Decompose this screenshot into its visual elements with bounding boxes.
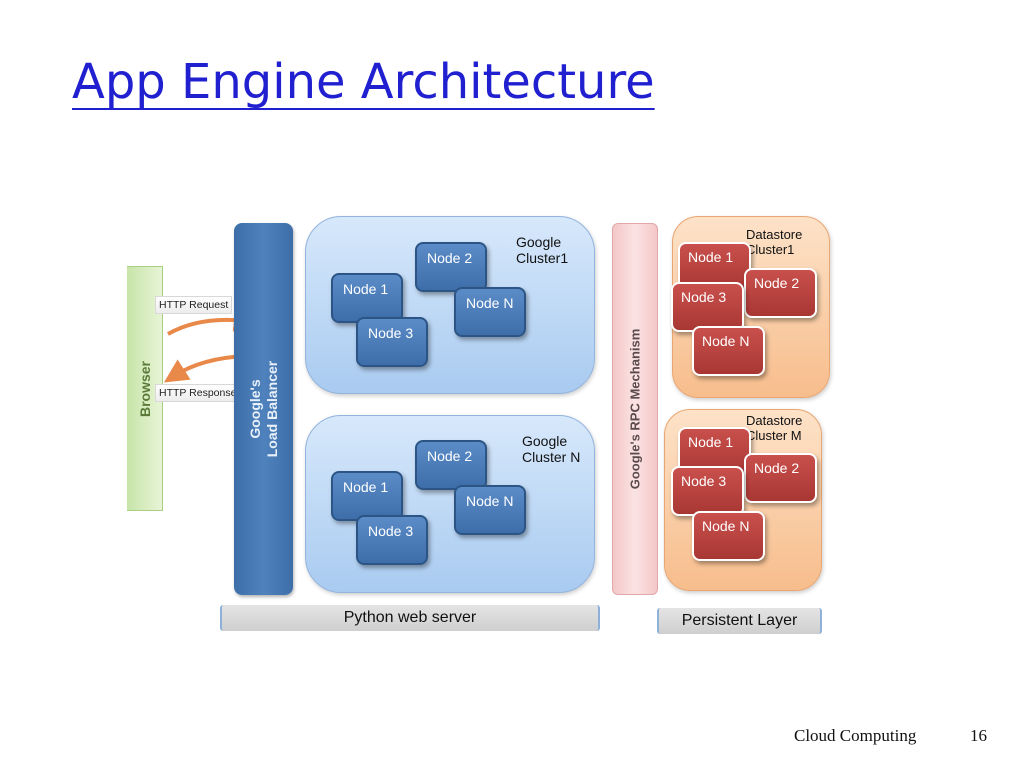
datastore-m-node-n: Node N [692,511,765,561]
cluster-1-node-1: Node 1 [331,273,403,323]
page-number: 16 [970,726,987,745]
datastore-1-node-n: Node N [692,326,765,376]
cluster-1-node-n: Node N [454,287,526,337]
datastore-m-node-3: Node 3 [671,466,744,516]
slide-title: App Engine Architecture [72,54,655,110]
rpc-mechanism: Google's RPC Mechanism [612,223,658,595]
cluster-n-node-n: Node N [454,485,526,535]
datastore-1-node-2: Node 2 [744,268,817,318]
python-web-server-bar: Python web server [220,605,600,631]
cluster-n-node-1: Node 1 [331,471,403,521]
datastore-m-label: Datastore Cluster M [746,413,803,443]
cluster-1-label: Google Cluster1 [516,234,569,266]
persistent-layer-bar: Persistent Layer [657,608,822,634]
cluster-n-node-3: Node 3 [356,515,428,565]
cluster-n-node-2: Node 2 [415,440,487,490]
datastore-1-node-3: Node 3 [671,282,744,332]
datastore-m-node-2: Node 2 [744,453,817,503]
datastore-1-label: Datastore Cluster1 [746,227,803,257]
cluster-1-node-3: Node 3 [356,317,428,367]
load-balancer: Google's Load Balancer [234,223,293,595]
rpc-label: Google's RPC Mechanism [627,328,643,490]
http-request-label: HTTP Request [155,296,233,314]
browser-label: Browser [136,360,153,417]
cluster-1-node-2: Node 2 [415,242,487,292]
load-balancer-label: Google's Load Balancer [246,360,280,458]
cluster-n-label: Google Cluster N [522,433,581,465]
http-response-label: HTTP Response [155,384,241,402]
footer-course-title: Cloud Computing [794,726,917,745]
